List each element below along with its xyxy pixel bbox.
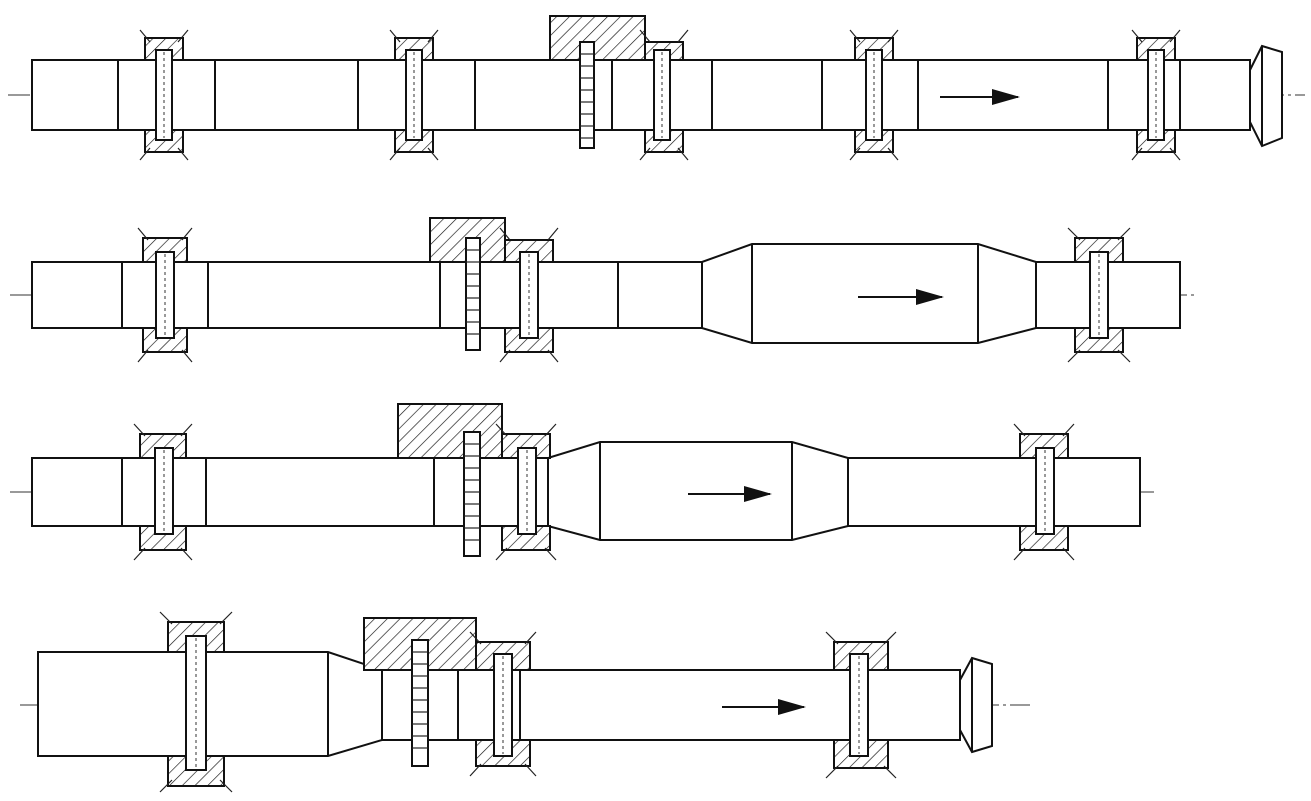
shaft-1-body — [31, 59, 1251, 131]
shaft-4-bearing — [469, 631, 537, 777]
shaft-3-body — [31, 441, 1141, 541]
shaft-2 — [10, 217, 1195, 363]
shaft-3-bearing — [133, 423, 193, 561]
shaft-4-gear — [411, 639, 429, 767]
shaft-3-steps — [121, 442, 849, 540]
shaft-3-bearing — [1013, 423, 1075, 561]
shaft-2-bearing — [1067, 227, 1131, 363]
shaft-1-flanged-end — [1249, 44, 1283, 148]
shaft-3-gear — [463, 431, 481, 557]
shaft-1-bearing — [389, 29, 439, 161]
shaft-2-bearing — [137, 227, 193, 363]
shaft-4-bearing — [159, 611, 233, 793]
shaft-2-gear — [465, 237, 481, 351]
shaft-3-bearing — [495, 423, 557, 561]
shaft-4-flanged-end — [959, 656, 993, 754]
shaft-1-bearing — [849, 29, 899, 161]
shaft-1-bearing — [639, 29, 689, 161]
shaft-2-steps — [121, 244, 1037, 343]
shaft-4-bearing — [825, 631, 897, 779]
shaft-1-bearing — [1131, 29, 1181, 161]
shaft-3 — [10, 403, 1158, 561]
shaft-4-steps — [327, 652, 521, 756]
shaft-2-body — [31, 243, 1181, 344]
shaft-1-steps — [117, 60, 1181, 130]
shaft-1-hub — [549, 15, 646, 61]
shaft-1-bearing — [139, 29, 189, 161]
shaft-2-bearing — [499, 227, 559, 363]
shaft-1-gear — [579, 41, 595, 149]
shaft-4 — [20, 611, 1030, 793]
shaft-1 — [8, 15, 1305, 161]
shaft-3-hub — [397, 403, 503, 459]
